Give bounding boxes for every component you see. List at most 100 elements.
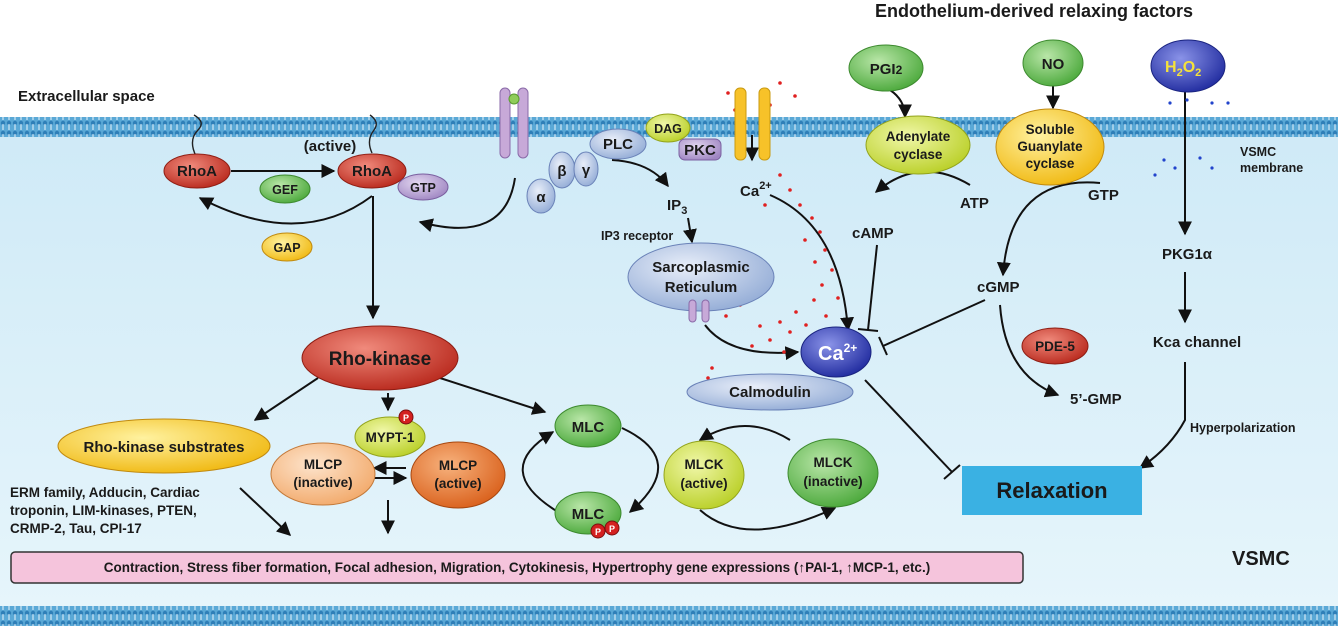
kca-channel-label: Kca channel	[1153, 334, 1241, 351]
diagram-title: Endothelium-derived relaxing factors	[875, 1, 1193, 21]
atp-label: ATP	[960, 195, 989, 212]
gtp-node-label: GTP	[410, 181, 436, 195]
h2o2-label: H2O2	[1165, 59, 1201, 79]
sgc-label-1: Soluble	[1026, 122, 1075, 137]
pkg1a-label: PKG1α	[1162, 246, 1213, 263]
mlck-inactive-node	[787, 438, 879, 508]
relaxation-box	[962, 466, 1142, 515]
rho-kinase-substrates-label: Rho-kinase substrates	[84, 439, 245, 456]
substrates-list-1: ERM family, Adducin, Cardiac	[10, 485, 200, 500]
ca-channel-label: Ca2+	[740, 180, 772, 200]
rhoa-tether-1	[191, 114, 202, 157]
calmodulin-label: Calmodulin	[729, 384, 811, 401]
mlcp-active-label-1: MLCP	[439, 458, 477, 473]
pgi2-label: PGI2	[870, 61, 903, 78]
plc-label: PLC	[603, 136, 633, 153]
substrates-list-2: troponin, LIM-kinases, PTEN,	[10, 503, 197, 518]
substrates-list-3: CRMP-2, Tau, CPI-17	[10, 521, 142, 536]
sr-channel	[688, 299, 710, 323]
h2o2-o: O	[1183, 59, 1195, 76]
outcomes-box	[10, 551, 1024, 584]
rhoa-active-label: RhoA	[352, 163, 392, 180]
mypt1-phospho-icon	[398, 409, 414, 425]
mypt1-node	[354, 416, 426, 458]
mlck-active-node	[663, 440, 745, 510]
rhoa-tether-2	[368, 114, 377, 154]
g-alpha-node	[526, 178, 556, 214]
rhoa-active-node	[337, 153, 407, 189]
rhoa-active-state: (active)	[304, 138, 357, 155]
mlck-active-label-2: (active)	[680, 476, 727, 491]
gef-node	[259, 174, 311, 204]
vsmc-membrane-label-1: VSMC	[1240, 145, 1276, 159]
mlcp-inactive-node	[270, 442, 376, 506]
gef-label: GEF	[272, 183, 298, 197]
vsmc-label: VSMC	[1232, 548, 1290, 570]
plc-node	[589, 128, 647, 160]
ca-channel-superscript: 2+	[759, 180, 772, 192]
pgi2-subscript: 2	[896, 63, 903, 77]
mlc-phospho-node	[554, 491, 622, 535]
extracellular-label: Extracellular space	[18, 88, 155, 105]
calcium-center-label: Ca2+	[818, 341, 857, 365]
sr-label-2: Reticulum	[665, 279, 738, 296]
mlcp-inactive-label-2: (inactive)	[293, 475, 352, 490]
lower-membrane	[0, 606, 1338, 626]
no-label: NO	[1042, 56, 1065, 73]
mlc-node	[554, 404, 622, 448]
g-beta-label: β	[557, 163, 566, 180]
ip3-receptor-label: IP3 receptor	[601, 229, 673, 243]
sgc-label-2: Guanylate	[1017, 139, 1083, 154]
inhibition-lines	[857, 244, 986, 480]
cgmp-label: cGMP	[977, 279, 1020, 296]
mlc-phospho-label: MLC	[572, 506, 605, 523]
rhoa-inactive-label: RhoA	[177, 163, 217, 180]
rho-kinase-substrates-node	[57, 418, 271, 474]
dag-node	[645, 113, 691, 143]
h2o2-h: H	[1165, 59, 1177, 76]
mlc-phospho-icon-2	[604, 520, 620, 536]
calcium-channel	[734, 87, 771, 161]
dag-label: DAG	[654, 122, 682, 136]
gap-label: GAP	[273, 241, 300, 255]
relaxation-label: Relaxation	[996, 478, 1107, 503]
calcium-center-text: Ca	[818, 343, 844, 365]
g-gamma-label: γ	[582, 162, 591, 179]
mlc-phospho-icon-1	[590, 523, 606, 539]
pkc-label: PKC	[684, 142, 716, 159]
calcium-center-superscript: 2+	[844, 341, 858, 355]
pgi2-node	[848, 44, 924, 92]
camp-label: cAMP	[852, 225, 894, 242]
mlck-inactive-label-1: MLCK	[814, 455, 853, 470]
ca-channel-text: Ca	[740, 183, 760, 200]
g-gamma-node	[573, 151, 599, 187]
pde5-label: PDE-5	[1035, 339, 1075, 354]
gtp-node	[397, 173, 449, 201]
mlcp-active-node	[410, 441, 506, 509]
arrows	[198, 86, 1192, 536]
mlck-inactive-label-2: (inactive)	[803, 474, 862, 489]
h2o2-node	[1150, 39, 1226, 93]
mypt1-phospho-label: P	[403, 413, 409, 423]
mlc-label: MLC	[572, 419, 605, 436]
hyperpolarization-label: Hyperpolarization	[1190, 421, 1296, 435]
calcium-center-node	[800, 326, 872, 378]
soluble-guanylate-cyclase-node	[995, 108, 1105, 186]
rho-kinase-node	[301, 325, 459, 391]
mypt1-label: MYPT-1	[366, 430, 415, 445]
sarcoplasmic-reticulum-node	[627, 242, 775, 312]
h2o2-sub-2: 2	[1195, 67, 1201, 79]
g-alpha-label: α	[536, 189, 546, 206]
rho-kinase-label: Rho-kinase	[329, 349, 431, 370]
mlck-active-label-1: MLCK	[685, 457, 724, 472]
vsmc-membrane-label-2: membrane	[1240, 161, 1303, 175]
gmp-label: 5’-GMP	[1070, 391, 1122, 408]
gap-node	[261, 232, 313, 262]
pgi2-text: PGI	[870, 61, 896, 78]
mlc-phospho-p-1: P	[595, 527, 601, 537]
mlcp-inactive-label-1: MLCP	[304, 457, 342, 472]
calmodulin-node	[686, 373, 854, 411]
rhoa-inactive-node	[163, 153, 231, 189]
pkc-node	[678, 138, 722, 161]
